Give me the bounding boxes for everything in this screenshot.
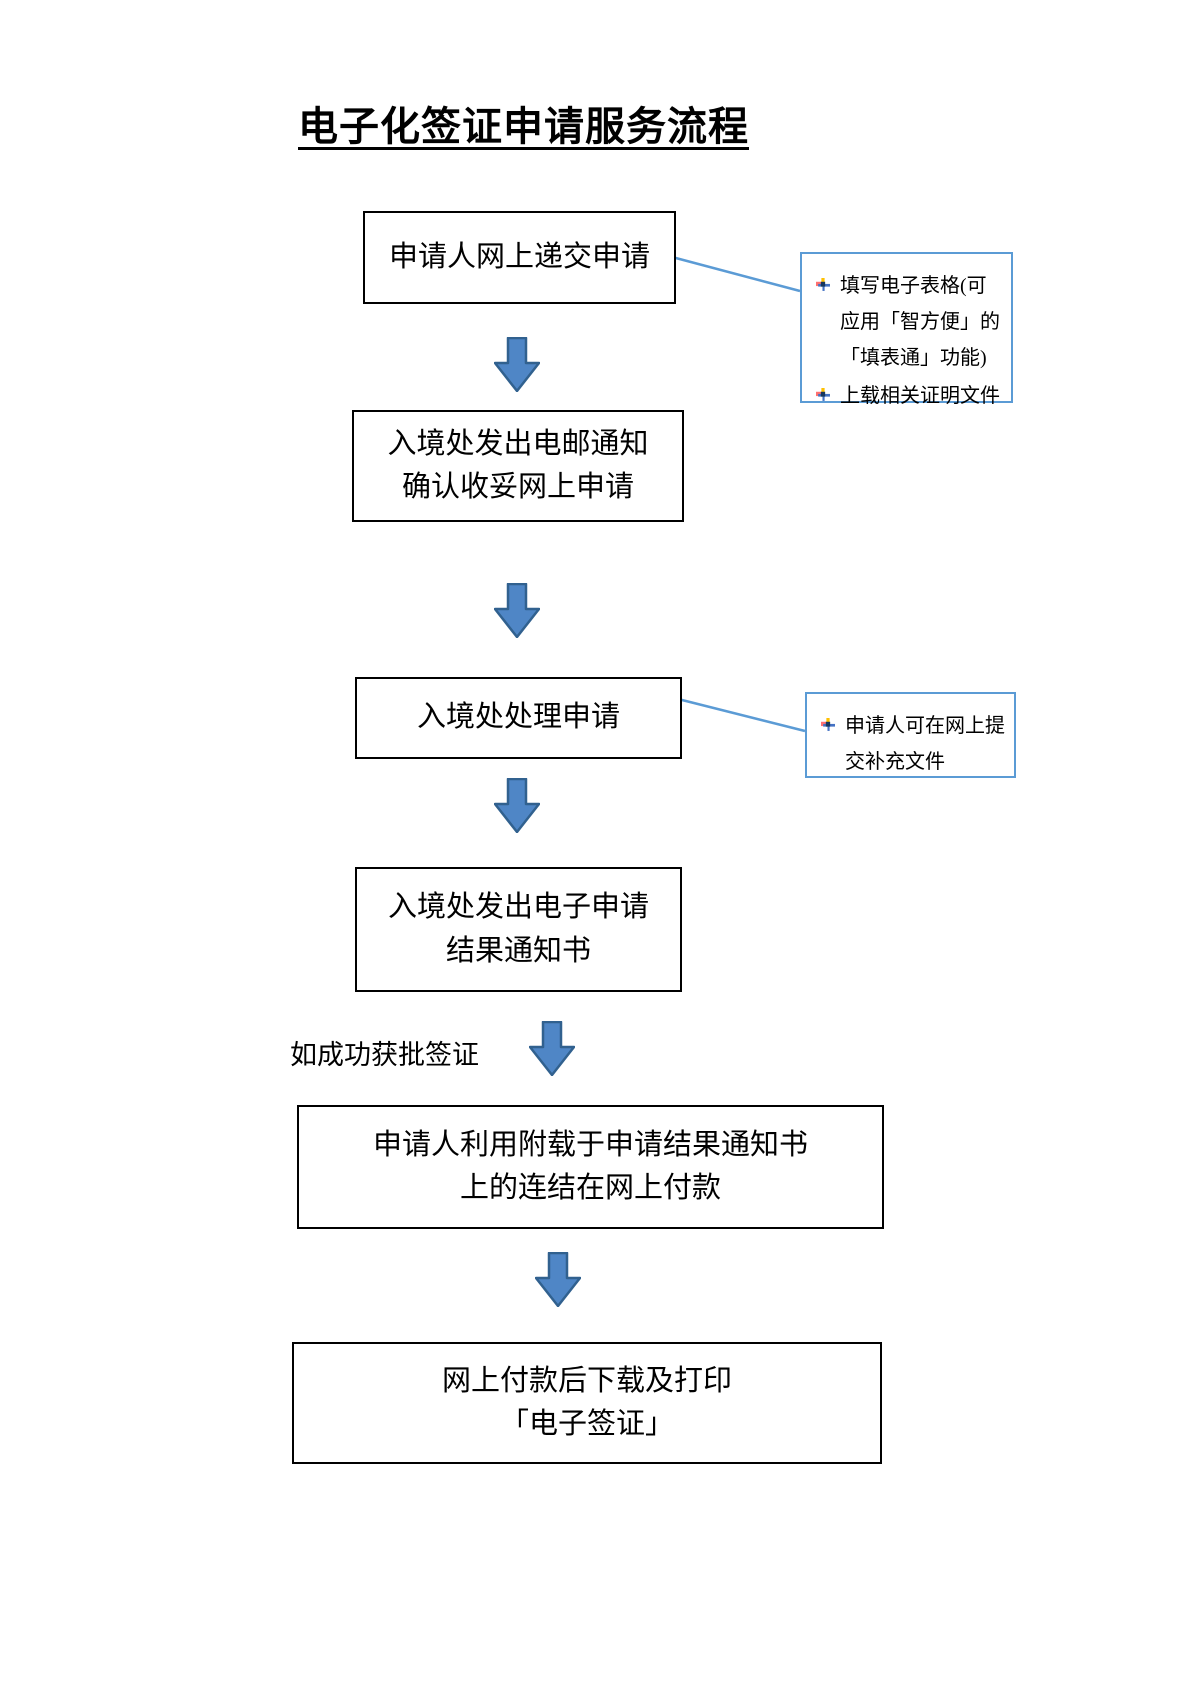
list-item: 上载相关证明文件 — [814, 378, 1003, 414]
flow-step-download-print-evisa: 网上付款后下载及打印 「电子签证」 — [292, 1342, 882, 1464]
flow-step-result-notification: 入境处发出电子申请 结果通知书 — [355, 867, 682, 992]
callout-bullet-text: 申请人可在网上提交补充文件 — [845, 715, 1005, 773]
callout-bullet-list: 申请人可在网上提交补充文件 — [819, 708, 1006, 780]
flow-step-label: 网上付款后下载及打印 「电子签证」 — [441, 1364, 732, 1441]
flow-step-label: 入境处发出电子申请 结果通知书 — [387, 891, 649, 967]
flow-step-online-payment: 申请人利用附载于申请结果通知书 上的连结在网上付款 — [297, 1105, 884, 1229]
flow-step-label: 申请人利用附载于申请结果通知书 上的连结在网上付款 — [372, 1128, 808, 1205]
down-arrow-icon — [494, 778, 540, 833]
colored-star-bullet-icon — [821, 718, 835, 731]
flow-step-label: 申请人网上递交申请 — [388, 240, 650, 273]
flow-step-submit-application: 申请人网上递交申请 — [363, 211, 676, 304]
down-arrow-icon — [529, 1021, 575, 1076]
down-arrow-icon — [494, 583, 540, 638]
callout-note-supplementary-documents: 申请人可在网上提交补充文件 — [805, 692, 1016, 778]
callout-note-submit-details: 填写电子表格(可应用「智方便」的「填表通」功能) 上载相关证明文件 — [800, 252, 1013, 407]
page-title: 电子化签证申请服务流程 — [298, 104, 749, 149]
colored-star-bullet-icon — [816, 278, 830, 291]
flow-step-processing: 入境处处理申请 — [355, 677, 682, 759]
connector-line-step3-callout2 — [677, 697, 806, 733]
callout-bullet-list: 填写电子表格(可应用「智方便」的「填表通」功能) 上载相关证明文件 — [814, 268, 1003, 414]
callout-bullet-text: 上载相关证明文件 — [840, 385, 1000, 407]
down-arrow-icon — [494, 337, 540, 392]
down-arrow-icon — [535, 1252, 581, 1307]
list-item: 申请人可在网上提交补充文件 — [819, 708, 1006, 780]
branch-condition-label: 如成功获批签证 — [290, 1040, 479, 1070]
flow-step-email-acknowledgement: 入境处发出电邮通知 确认收妥网上申请 — [352, 410, 684, 522]
connector-line-step1-callout1 — [671, 255, 801, 293]
list-item: 填写电子表格(可应用「智方便」的「填表通」功能) — [814, 268, 1003, 376]
flow-step-label: 入境处发出电邮通知 确认收妥网上申请 — [387, 427, 649, 504]
callout-bullet-text: 填写电子表格(可应用「智方便」的「填表通」功能) — [840, 275, 1000, 369]
flow-step-label: 入境处处理申请 — [416, 701, 620, 734]
colored-star-bullet-icon — [816, 388, 830, 401]
